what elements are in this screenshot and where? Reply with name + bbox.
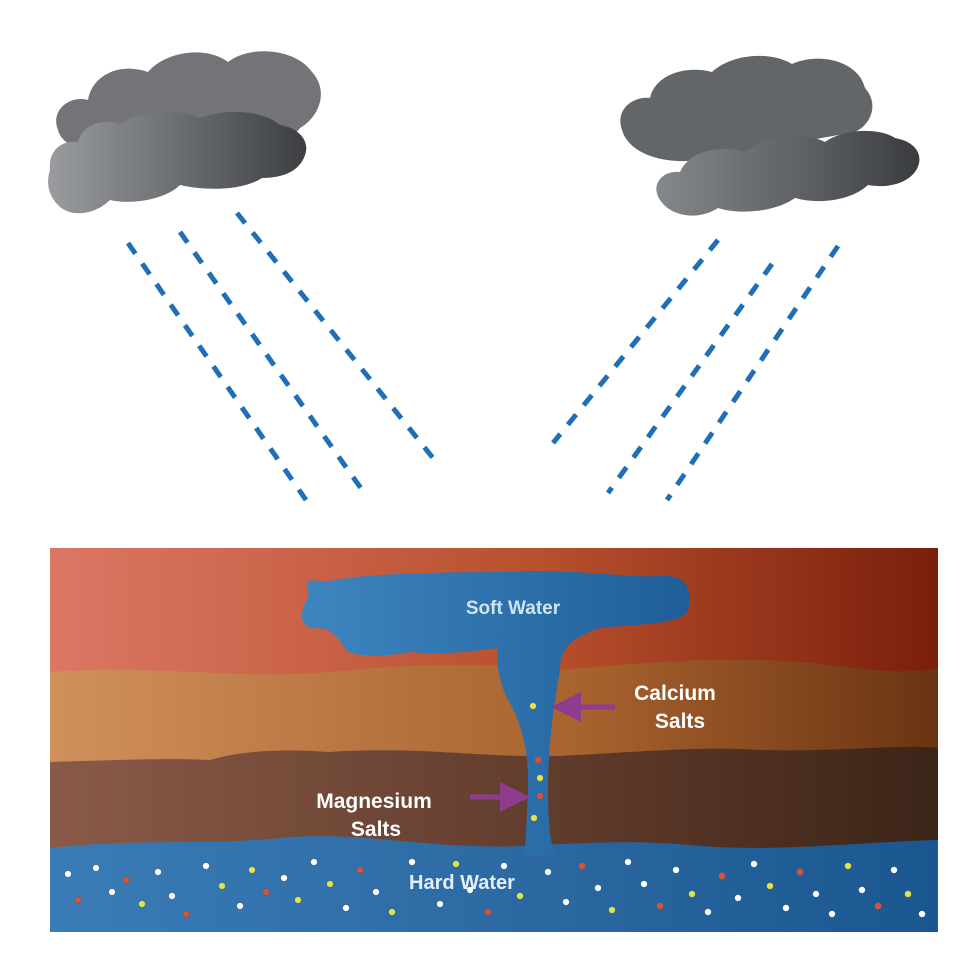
salt-particles — [64, 702, 926, 918]
particle-white — [280, 874, 288, 882]
particle-yellow — [388, 908, 396, 916]
magnesium-salts-label-line2: Salts — [351, 818, 401, 841]
particle-white — [918, 910, 926, 918]
cloud-icon-right — [620, 55, 920, 216]
particle-yellow — [904, 890, 912, 898]
soft-water-label: Soft Water — [466, 598, 561, 619]
particle-white — [594, 884, 602, 892]
particle-white — [544, 868, 552, 876]
particle-red — [262, 888, 270, 896]
rain-streak — [177, 230, 368, 496]
particle-red — [356, 866, 364, 874]
particle-white — [672, 866, 680, 874]
rain-streak — [125, 241, 309, 502]
arrow-icons — [470, 692, 615, 812]
particle-yellow — [452, 860, 460, 868]
hard-water-layer — [50, 836, 938, 932]
particle-white — [466, 886, 474, 894]
particle-yellow — [844, 862, 852, 870]
hard-water-label: Hard Water — [409, 872, 515, 894]
particle-white — [858, 886, 866, 894]
particle-yellow — [294, 896, 302, 904]
particle-white — [812, 890, 820, 898]
particle-white — [236, 902, 244, 910]
particle-yellow — [248, 866, 256, 874]
particle-yellow — [529, 702, 537, 710]
particle-red — [484, 908, 492, 916]
particle-red — [578, 862, 586, 870]
particle-white — [562, 898, 570, 906]
particle-white — [828, 910, 836, 918]
particle-yellow — [326, 880, 334, 888]
particle-white — [408, 858, 416, 866]
rain-streak — [664, 244, 841, 502]
particle-yellow — [536, 774, 544, 782]
particle-white — [92, 864, 100, 872]
rain-streaks — [125, 211, 841, 502]
particle-yellow — [766, 882, 774, 890]
particle-white — [436, 900, 444, 908]
particle-white — [168, 892, 176, 900]
particle-red — [656, 902, 664, 910]
particle-yellow — [530, 814, 538, 822]
calcium-salts-label-line2: Salts — [655, 710, 705, 733]
particle-yellow — [608, 906, 616, 914]
particle-white — [750, 860, 758, 868]
particle-white — [500, 862, 508, 870]
particle-yellow — [688, 890, 696, 898]
particle-white — [310, 858, 318, 866]
particle-white — [202, 862, 210, 870]
particle-white — [154, 868, 162, 876]
particle-red — [534, 756, 542, 764]
rain-streak — [235, 211, 439, 465]
particle-white — [734, 894, 742, 902]
particle-red — [874, 902, 882, 910]
particle-white — [782, 904, 790, 912]
particle-red — [536, 792, 544, 800]
ground-cross-section — [50, 548, 938, 932]
soft-water-pocket — [301, 571, 690, 856]
particle-yellow — [516, 892, 524, 900]
particle-red — [718, 872, 726, 880]
magnesium-salts-label-line1: Magnesium — [316, 790, 432, 813]
particle-white — [704, 908, 712, 916]
calcium-salts-label-line1: Calcium — [634, 682, 716, 705]
cloud-icon-left — [48, 51, 321, 214]
particle-white — [64, 870, 72, 878]
rain-streak — [605, 262, 775, 495]
particle-red — [74, 896, 82, 904]
particle-red — [122, 876, 130, 884]
particle-white — [372, 888, 380, 896]
particle-white — [342, 904, 350, 912]
particle-white — [640, 880, 648, 888]
particle-red — [796, 868, 804, 876]
particle-yellow — [138, 900, 146, 908]
particle-white — [890, 866, 898, 874]
particle-yellow — [218, 882, 226, 890]
particle-white — [624, 858, 632, 866]
particle-white — [108, 888, 116, 896]
lower-soil-layer — [50, 746, 938, 858]
particle-red — [182, 910, 190, 918]
rain-streak — [551, 238, 720, 445]
